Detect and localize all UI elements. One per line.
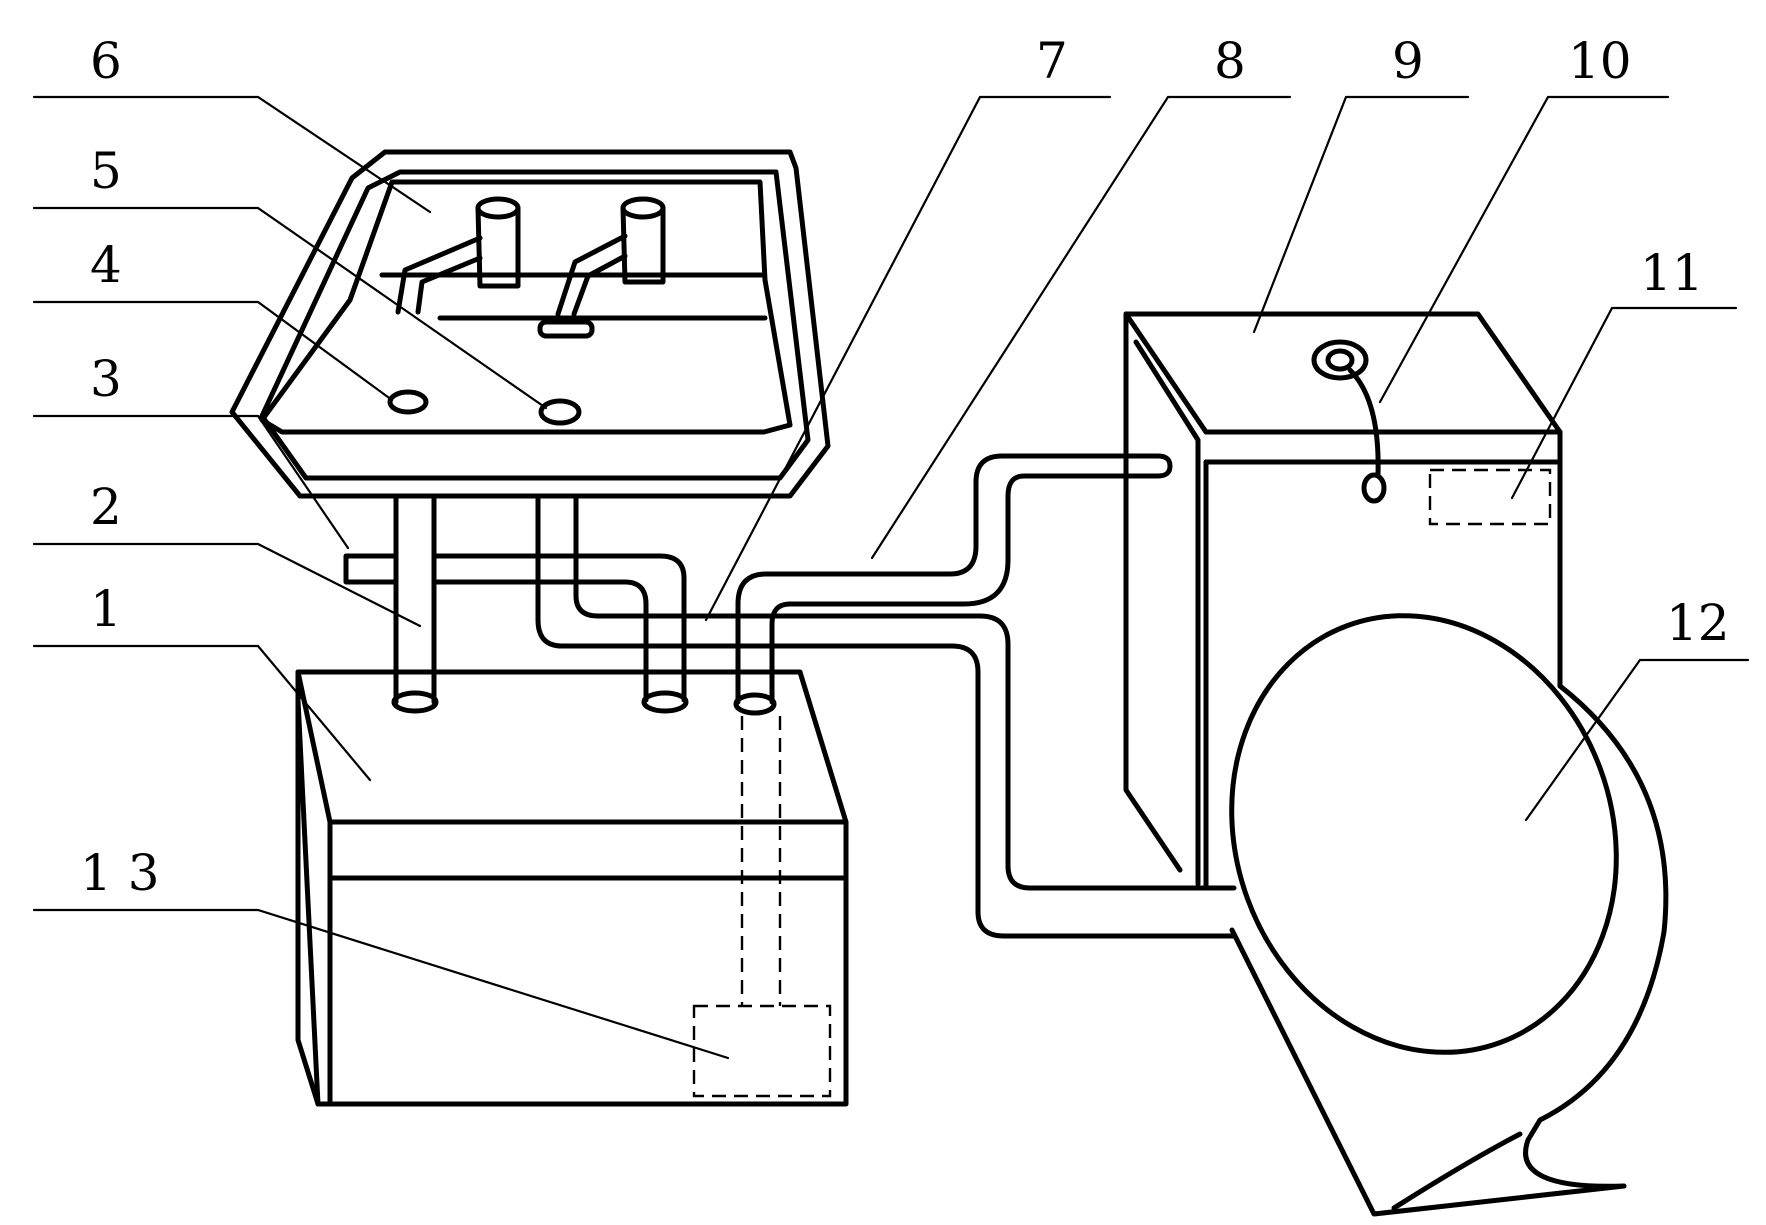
- pipe-7-8-pump-to-tank: [733, 453, 1173, 716]
- label-9: 9: [1392, 32, 1424, 90]
- faucet-left: [395, 196, 521, 315]
- label-3: 3: [90, 350, 122, 408]
- label-6: 6: [90, 32, 122, 90]
- part-labels: 6 5 4 3 2 1 1 3 7 8 9 10 11 12: [80, 32, 1730, 902]
- wash-basin: [229, 149, 831, 499]
- label-12: 12: [1666, 594, 1730, 652]
- basin-drain-hole-5: [538, 398, 582, 426]
- label-7: 7: [1036, 32, 1068, 90]
- submersible-pump: [692, 1004, 832, 1098]
- label-5: 5: [90, 142, 122, 200]
- pipe-basin-to-toilet: [535, 495, 1237, 939]
- pipe-3-overflow: [343, 553, 689, 714]
- pipe-2-drain: [391, 495, 439, 714]
- toilet-seat: [1229, 613, 1619, 1055]
- storage-tank: [295, 669, 849, 1107]
- toilet-cistern: [1123, 311, 1563, 891]
- leader-lines: [32, 95, 1750, 1060]
- label-11: 11: [1640, 244, 1704, 302]
- label-13: 1 3: [80, 844, 160, 902]
- label-1: 1: [90, 580, 122, 638]
- level-sensor: [1428, 468, 1552, 526]
- toilet-bowl: [1229, 613, 1669, 1217]
- basin-drain-hole-4: [387, 389, 429, 415]
- label-4: 4: [90, 236, 122, 294]
- label-8: 8: [1214, 32, 1246, 90]
- label-2: 2: [90, 478, 122, 536]
- label-10: 10: [1568, 32, 1632, 90]
- flush-button: [1311, 339, 1369, 381]
- faucet-right: [555, 196, 666, 317]
